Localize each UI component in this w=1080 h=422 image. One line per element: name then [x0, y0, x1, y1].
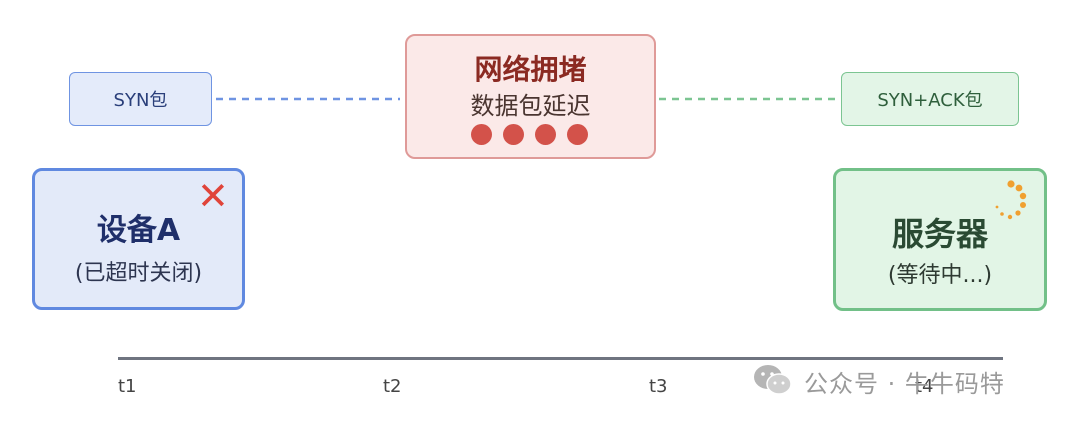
network-congestion-box: 网络拥堵 数据包延迟 [405, 34, 656, 159]
server-status: (等待中...) [887, 263, 993, 288]
timeline-tick-label: t4 [915, 376, 934, 397]
watermark-text: 公众号 · 牛牛码特 [804, 370, 1005, 398]
timeline-tick-label: t1 [118, 376, 137, 397]
congestion-title: 网络拥堵 [474, 53, 587, 86]
server-box: 服务器 (等待中...) [833, 168, 1047, 311]
timeline-tick-label: t2 [383, 376, 402, 397]
packet-dot-icon [535, 124, 556, 145]
congestion-subtitle: 数据包延迟 [470, 92, 591, 120]
device-a-box: 设备A (已超时关闭) ✕ [32, 168, 245, 310]
timeline-tick-label: t3 [649, 376, 668, 397]
loading-spinner-icon [995, 180, 1027, 220]
packet-dot-icon [567, 124, 588, 145]
wechat-icon [754, 365, 792, 395]
packet-dot-icon [471, 124, 492, 145]
device-a-title: 设备A [96, 213, 181, 248]
synack-packet-box: SYN+ACK包 [841, 72, 1019, 126]
syn-packet-box: SYN包 [69, 72, 212, 126]
timeline-axis [118, 357, 1003, 360]
device-a-status: (已超时关闭) [74, 261, 203, 286]
packet-dot-icon [503, 124, 524, 145]
close-x-icon: ✕ [197, 174, 229, 218]
server-title: 服务器 [891, 215, 988, 253]
